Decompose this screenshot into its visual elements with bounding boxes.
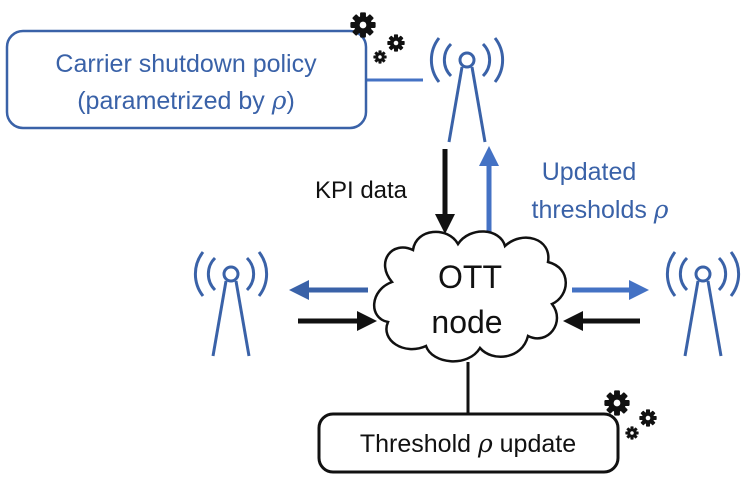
updated-label-line2: thresholds ρ bbox=[532, 195, 669, 224]
antenna-icon bbox=[429, 36, 505, 144]
policy-box-line2: (parametrized by ρ) bbox=[77, 86, 295, 115]
antenna-icon bbox=[193, 250, 269, 358]
policy-box bbox=[5, 29, 368, 130]
cloud-shape bbox=[372, 230, 567, 363]
cloud-line2: node bbox=[431, 304, 502, 340]
threshold-box-label: Threshold ρ update bbox=[360, 429, 576, 458]
kpi-label: KPI data bbox=[315, 177, 408, 204]
cloud-line1: OTT bbox=[438, 259, 502, 295]
threshold-box bbox=[317, 412, 620, 474]
policy-box-line1: Carrier shutdown policy bbox=[55, 50, 317, 78]
antenna-icon bbox=[665, 250, 741, 358]
updated-label-line1: Updated bbox=[542, 158, 637, 186]
